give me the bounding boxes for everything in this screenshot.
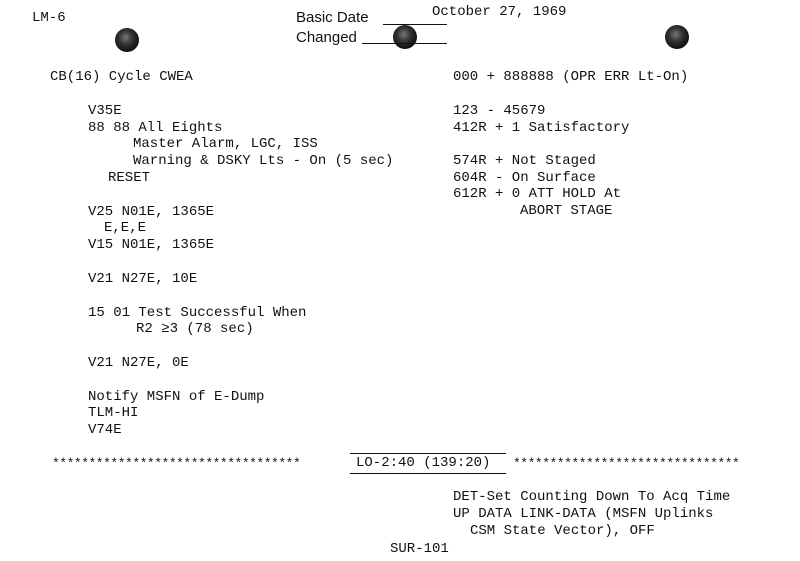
date-underline — [383, 24, 447, 25]
changed-underline — [362, 43, 447, 44]
punch-hole-icon — [393, 25, 417, 49]
left-line: Notify MSFN of E-Dump — [88, 389, 265, 405]
bottom-line: UP DATA LINK-DATA (MSFN Uplinks — [453, 506, 714, 522]
punch-hole-icon — [115, 28, 139, 52]
left-line: V15 N01E, 1365E — [88, 237, 215, 253]
right-line: 123 - 45679 — [453, 103, 546, 119]
left-line: 88 88 All Eights — [88, 120, 223, 136]
divider-box-bottom — [350, 473, 506, 474]
left-line: R2 ≥3 (78 sec) — [136, 321, 254, 337]
left-line: CB(16) Cycle CWEA — [50, 69, 193, 85]
right-line: 574R + Not Staged — [453, 153, 596, 169]
right-line: ABORT STAGE — [520, 203, 613, 219]
left-line: V21 N27E, 0E — [88, 355, 189, 371]
divider-stars-right: ******************************* — [513, 456, 740, 471]
left-line: V25 N01E, 1365E — [88, 204, 215, 220]
left-line: V35E — [88, 103, 122, 119]
right-line: 000 + 888888 (OPR ERR Lt-On) — [453, 69, 689, 85]
punch-hole-icon — [665, 25, 689, 49]
basic-date-label: Basic Date — [296, 9, 369, 26]
left-line: 15 01 Test Successful When — [88, 305, 307, 321]
doc-id: LM-6 — [32, 10, 66, 26]
left-line: RESET — [108, 170, 151, 186]
left-line: TLM-HI — [88, 405, 139, 421]
left-line: V21 N27E, 10E — [88, 271, 198, 287]
basic-date-value: October 27, 1969 — [432, 4, 567, 20]
left-line: Master Alarm, LGC, ISS — [133, 136, 318, 152]
divider-label: LO-2:40 (139:20) — [356, 455, 491, 471]
right-line: 604R - On Surface — [453, 170, 596, 186]
bottom-line: DET-Set Counting Down To Acq Time — [453, 489, 731, 505]
page-id: SUR-101 — [390, 541, 449, 557]
bottom-line: CSM State Vector), OFF — [470, 523, 655, 539]
left-line: E,E,E — [104, 220, 147, 236]
left-line: V74E — [88, 422, 122, 438]
right-line: 412R + 1 Satisfactory — [453, 120, 630, 136]
left-line: Warning & DSKY Lts - On (5 sec) — [133, 153, 394, 169]
right-line: 612R + 0 ATT HOLD At — [453, 186, 622, 202]
changed-label: Changed — [296, 29, 357, 46]
divider-box-top — [350, 453, 506, 454]
divider-stars-left: ********************************** — [52, 456, 301, 471]
